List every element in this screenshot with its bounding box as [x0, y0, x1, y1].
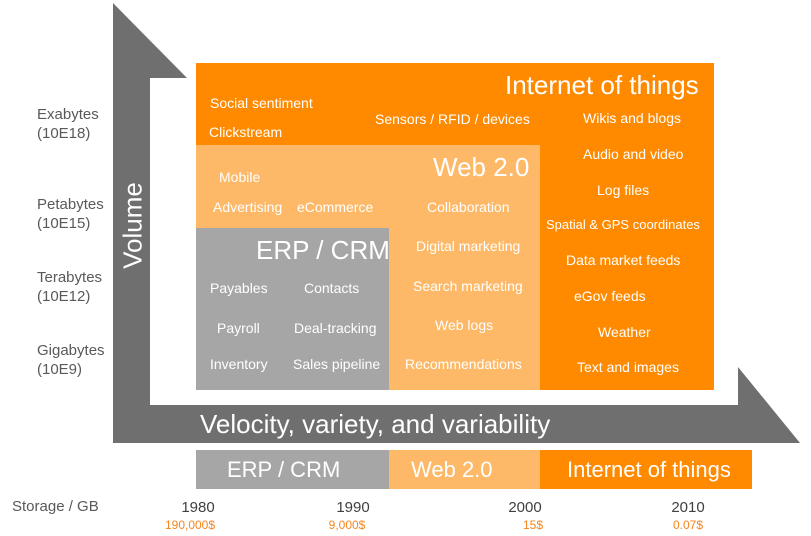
timeline-erp [196, 450, 389, 489]
year: 2000 [508, 499, 542, 516]
web-item: Recommendations [405, 356, 522, 372]
level-name: Terabytes [37, 269, 103, 286]
cost: 15$ [522, 518, 544, 532]
year: 2010 [671, 499, 705, 516]
iot-item: Data market feeds [566, 252, 681, 268]
web-item: Web logs [435, 317, 494, 333]
y-level-terabytes: Terabytes (10E12) [37, 268, 102, 306]
timeline-web [389, 450, 540, 489]
level-name: Gigabytes [37, 342, 105, 359]
web-item: Mobile [219, 169, 261, 185]
storage-label: Storage / GB [12, 498, 99, 515]
iot-item: Clickstream [209, 124, 283, 140]
iot-item: Spatial & GPS coordinates [546, 217, 700, 232]
web-item: eCommerce [297, 199, 374, 215]
y-level-petabytes: Petabytes (10E15) [37, 195, 104, 233]
cost: 0.07$ [672, 518, 704, 532]
level-exp: (10E12) [37, 288, 91, 305]
iot-item: Log files [597, 182, 650, 198]
erp-item: Contacts [304, 280, 360, 296]
iot-item: Sensors / RFID / devices [375, 111, 530, 127]
level-exp: (10E9) [37, 361, 83, 378]
level-exp: (10E18) [37, 125, 91, 142]
year: 1990 [336, 499, 370, 516]
iot-item: Audio and video [583, 146, 684, 162]
velocity-arrow [113, 367, 800, 443]
web-item: Advertising [213, 199, 283, 215]
erp-item: Payables [210, 280, 268, 296]
year: 1980 [181, 499, 215, 516]
volume-label: Volume [117, 182, 148, 269]
web-item: Collaboration [427, 199, 510, 215]
web-title: Web 2.0 [433, 152, 530, 182]
iot-item: Weather [598, 324, 651, 340]
iot-item: Text and images [577, 359, 679, 375]
iot-item: Social sentiment [210, 95, 313, 111]
level-exp: (10E15) [37, 215, 91, 232]
timeline-erp-label: ERP / CRM [227, 457, 341, 482]
web-item: Search marketing [413, 278, 523, 294]
erp-box [196, 228, 389, 390]
web-item: Digital marketing [416, 238, 521, 254]
erp-item: Sales pipeline [293, 356, 381, 372]
y-level-exabytes: Exabytes (10E18) [37, 105, 99, 143]
erp-title: ERP / CRM [256, 235, 390, 265]
iot-item: eGov feeds [574, 288, 646, 304]
erp-item: Deal-tracking [294, 320, 377, 336]
timeline-web-label: Web 2.0 [411, 457, 493, 482]
timeline-iot-label: Internet of things [567, 457, 731, 482]
cost: 9,000$ [328, 518, 366, 532]
erp-item: Inventory [210, 356, 268, 372]
y-level-gigabytes: Gigabytes (10E9) [37, 341, 105, 379]
timeline-iot [540, 450, 752, 489]
level-name: Petabytes [37, 196, 104, 213]
level-name: Exabytes [37, 106, 99, 123]
volume-arrow [113, 3, 187, 443]
cost: 190,000$ [164, 518, 216, 532]
erp-item: Payroll [217, 320, 260, 336]
iot-title: Internet of things [505, 70, 699, 100]
velocity-label: Velocity, variety, and variability [200, 409, 551, 439]
iot-item: Wikis and blogs [583, 110, 682, 126]
